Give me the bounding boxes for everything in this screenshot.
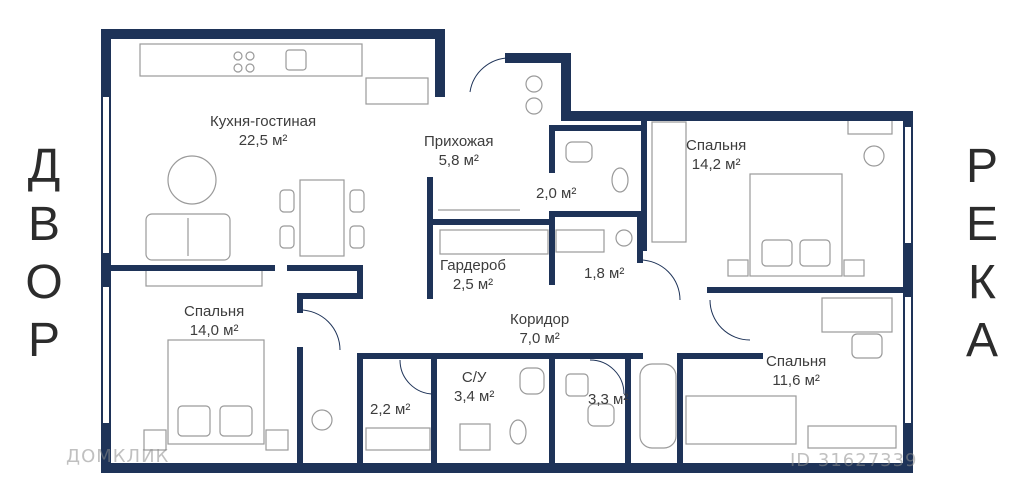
furniture-layer <box>139 43 897 451</box>
stove-burner <box>245 51 255 61</box>
bedroom1-door-swing <box>639 259 681 301</box>
sink <box>285 49 307 71</box>
wall-top-right <box>505 53 913 121</box>
ceiling-light <box>311 409 333 431</box>
sofa <box>145 213 231 261</box>
pillow <box>761 239 793 267</box>
door-swings <box>299 57 751 395</box>
chair <box>349 225 365 249</box>
stove-burner <box>245 63 255 73</box>
orientation-letter: Д <box>27 140 61 193</box>
wardrobe-3 <box>807 425 897 449</box>
bedroom2-door-swing <box>299 309 341 351</box>
orientation-letter: Р <box>27 314 60 367</box>
washbasin <box>587 403 615 427</box>
pillow <box>219 405 253 437</box>
dresser <box>847 119 893 135</box>
wall-kitchen-corridor <box>287 265 363 303</box>
bedroom3-door-swing <box>709 299 751 341</box>
washbasin <box>519 367 545 395</box>
chair <box>279 225 295 249</box>
orientation-letter: К <box>968 256 996 309</box>
orientation-letter: Р <box>965 140 998 193</box>
watermark-id: ID 31627339 <box>790 450 918 471</box>
wardrobe-shelf <box>439 229 549 255</box>
ceiling-light <box>525 75 543 93</box>
orientation-left: Д В О Р <box>14 140 74 368</box>
orientation-letter: В <box>27 198 60 251</box>
ceiling-light <box>525 97 543 115</box>
fridge <box>365 77 429 105</box>
closet-shelf <box>365 427 431 451</box>
window-frames <box>101 100 913 420</box>
pillow <box>799 239 831 267</box>
washbasin <box>565 141 593 163</box>
orientation-right: Р Е К А <box>952 140 1012 368</box>
room-label-bath2: 1,8 м² <box>584 265 625 282</box>
toilet <box>509 419 527 445</box>
watermark-logo: ДОМКЛИК <box>66 446 170 467</box>
pillow <box>177 405 211 437</box>
room-label-bath3: 3,3 м² <box>588 391 629 408</box>
chair <box>279 189 295 213</box>
wardrobe <box>145 269 263 287</box>
orientation-letter: О <box>25 256 63 309</box>
bathtub <box>639 363 677 449</box>
nightstand <box>265 429 289 451</box>
nightstand <box>843 259 865 277</box>
kitchen-counter <box>139 43 363 77</box>
orientation-letter: А <box>965 314 998 367</box>
bath3-door-swing <box>589 359 625 395</box>
bed-3 <box>685 395 797 445</box>
washing-machine <box>565 373 589 397</box>
bed-1 <box>749 173 843 277</box>
wall-top-corner <box>425 29 445 97</box>
room-label-bath1: 2,0 м² <box>536 185 577 202</box>
dining-table <box>299 179 345 257</box>
chair <box>349 189 365 213</box>
round-rug <box>167 155 217 205</box>
toilet <box>611 167 629 193</box>
closet-door-swing <box>399 359 435 395</box>
room-label-closet: 2,2 м² <box>370 401 411 418</box>
bed-2 <box>167 339 265 445</box>
built-in-closet <box>651 121 687 243</box>
ceiling-light <box>863 145 885 167</box>
desk <box>821 297 893 333</box>
entry-door-swing <box>469 57 511 93</box>
nightstand <box>727 259 749 277</box>
orientation-letter: Е <box>965 198 998 251</box>
nightstand <box>143 429 167 451</box>
walls <box>101 29 913 473</box>
shower <box>459 423 491 451</box>
stove-burner <box>233 51 243 61</box>
stove-burner <box>233 63 243 73</box>
desk-chair <box>851 333 883 359</box>
washing-machine <box>615 229 633 247</box>
storage-shelf <box>555 229 605 253</box>
